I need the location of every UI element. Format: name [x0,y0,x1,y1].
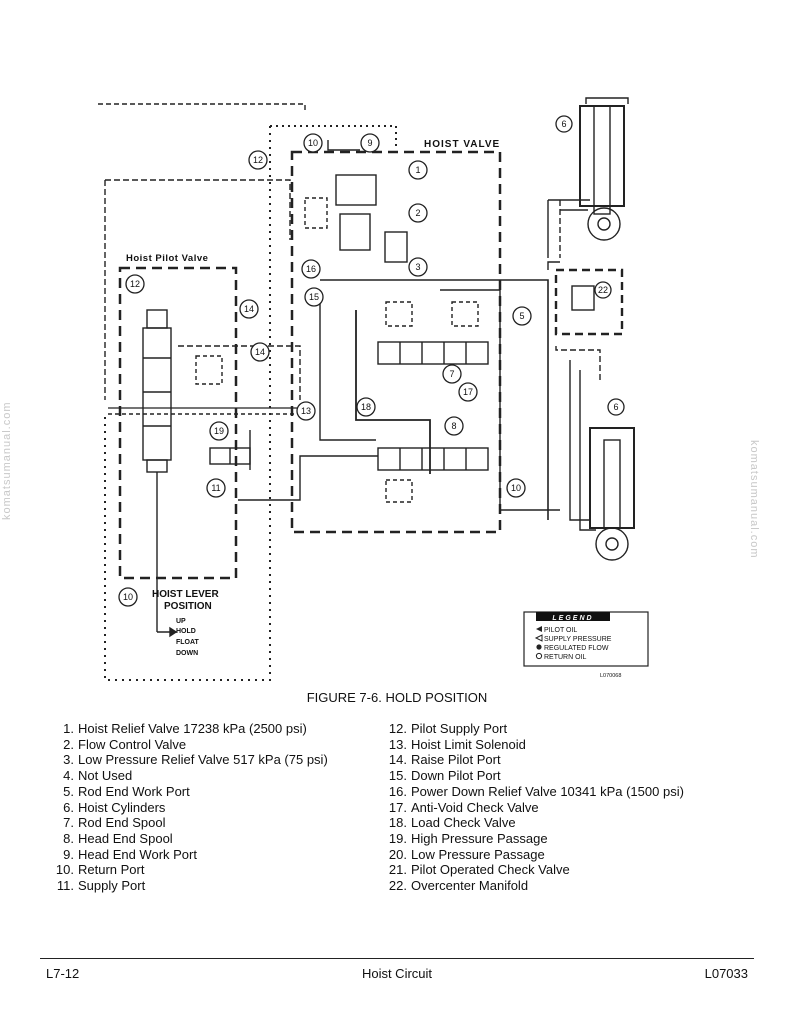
callout-11: 10 [308,138,318,148]
callout-21: 19 [214,426,224,436]
callout-20: 18 [361,402,371,412]
part-item: 22.Overcenter Manifold [388,878,529,894]
legend-item-pilot: PILOT OIL [544,627,577,634]
watermark-left: komatsumanual.com [1,401,13,521]
callout-10b: 10 [123,592,133,602]
pilot-valve-spool [142,327,172,461]
part-item: 21.Pilot Operated Check Valve [388,862,570,878]
pilot-line-top [98,103,306,112]
part-item: 2.Flow Control Valve [63,736,187,752]
part-item: 16.Power Down Relief Valve 10341 kPa (15… [388,783,684,799]
legend-item-supply: SUPPLY PRESSURE [544,636,612,643]
footer-page-number: L7-12 [46,966,80,981]
hoist-valve-enclosure [290,150,502,534]
part-item: 9.Head End Work Port [63,846,197,862]
lever-hold: HOLD [176,628,196,635]
callout-3: 3 [415,262,420,272]
callout-8: 8 [451,421,456,431]
part-item: 12.Pilot Supply Port [388,721,508,736]
callout-12: 12 [253,155,263,165]
part-item: 18.Load Check Valve [388,815,516,831]
footer-section-title: Hoist Circuit [361,966,433,981]
legend-code: L070068 [600,673,621,679]
part-item: 17.Anti-Void Check Valve [388,799,539,815]
legend-title: LEGEND [552,615,593,622]
hoist-cylinder-top [579,105,625,207]
callout-19: 17 [463,387,473,397]
part-item: 15.Down Pilot Port [388,768,501,784]
footer-doc-code: L07033 [704,966,748,981]
part-item: 4.Not Used [63,768,133,784]
callout-10: 9 [367,138,372,148]
pilot-valve-label: Hoist Pilot Valve [126,253,208,264]
lever-float: FLOAT [176,639,200,646]
pilot-line-upper [105,179,291,240]
hoist-valve-label: HOIST VALVE [424,139,500,150]
callout-2: 2 [415,208,420,218]
part-item: 3.Low Pressure Relief Valve 517 kPa (75 … [63,752,328,768]
callout-17: 15 [309,292,319,302]
lever-up: UP [176,618,186,625]
callout-6: 6 [561,119,566,129]
callout-13: 11 [211,483,220,493]
parts-list-right: 12.Pilot Supply Port 13.Hoist Limit Sole… [385,721,684,894]
part-item: 13.Hoist Limit Solenoid [388,736,526,752]
legend-item-regulated: REGULATED FLOW [544,645,609,652]
part-item: 14.Raise Pilot Port [388,752,501,768]
hoist-cylinder-bottom [589,427,635,529]
rod-end-spool [377,341,489,365]
callout-16: 14 [244,304,254,314]
callout-1: 1 [415,165,420,175]
figure-caption: FIGURE 7-6. HOLD POSITION [306,690,488,705]
part-item: 6.Hoist Cylinders [63,799,166,815]
watermark-right: komatsumanual.com [748,440,760,559]
head-end-spool [377,447,489,471]
part-item: 1.Hoist Relief Valve 17238 kPa (2500 psi… [63,721,307,736]
callout-6b: 6 [613,402,618,412]
lever-title-1: HOIST LEVER [152,589,219,600]
callout-7: 7 [449,369,454,379]
supply-line-top [327,140,360,151]
part-item: 10.Return Port [55,862,145,878]
overcenter-manifold [554,268,624,336]
lever-title-2: POSITION [164,601,212,612]
callout-22: 22 [598,285,608,295]
footer-rule [40,958,754,959]
legend-item-return: RETURN OIL [544,654,587,661]
part-item: 7.Rod End Spool [63,815,166,831]
callout-9: 10 [511,483,521,493]
return-line-top [270,125,397,150]
lever-down: DOWN [176,650,198,657]
part-item: 11.Supply Port [56,878,146,894]
part-item: 8.Head End Spool [63,830,173,846]
pilot-valve-enclosure [118,266,238,580]
parts-list-left: 1.Hoist Relief Valve 17238 kPa (2500 psi… [52,721,328,894]
part-item: 5.Rod End Work Port [63,783,190,799]
callout-18: 16 [306,264,316,274]
hoist-circuit-diagram: 10 9 12 1 2 3 16 15 5 12 14 14 7 17 18 1… [98,97,649,681]
callout-15: 14 [255,347,265,357]
part-item: 20.Low Pressure Passage [388,846,545,862]
part-item: 19.High Pressure Passage [388,830,548,846]
callout-14: 13 [301,406,311,416]
callout-12b: 12 [130,279,140,289]
callout-5: 5 [519,311,524,321]
